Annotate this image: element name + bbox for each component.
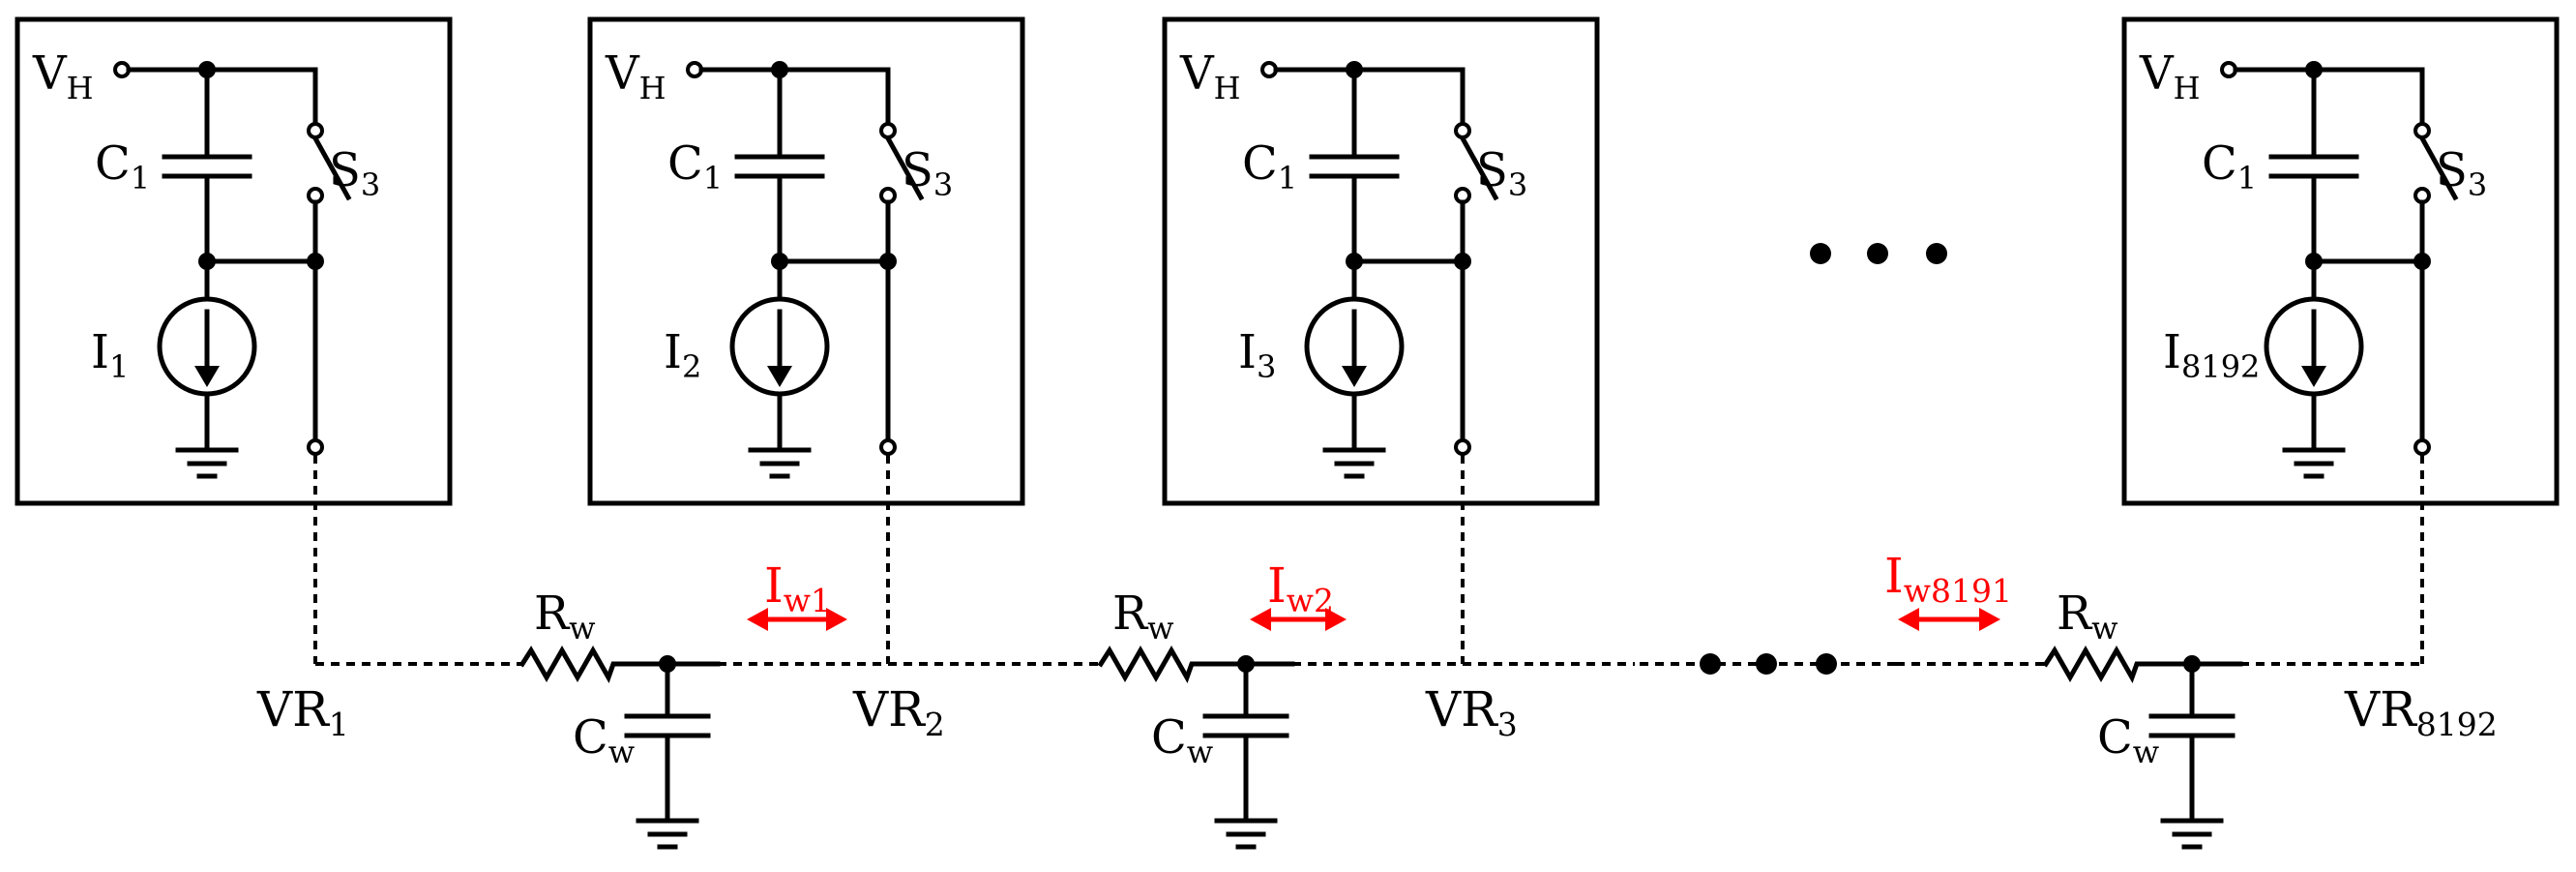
switch-label: S3 (2436, 143, 2487, 203)
double-arrow-icon (747, 608, 847, 631)
current-label: Iw1 (764, 557, 831, 619)
ground-icon (748, 447, 812, 479)
capacitor-label: C1 (2202, 136, 2257, 196)
three-dots-icon (1700, 653, 1837, 675)
switch-label: S3 (1476, 143, 1527, 203)
wire-resistor-label: Rw (1112, 586, 1174, 646)
double-arrow-icon (1898, 608, 2000, 631)
capacitor-label: C1 (95, 136, 150, 196)
capacitor-label: C1 (1242, 136, 1297, 196)
current-iw8191: Iw8191 (1884, 548, 2012, 631)
switch-label: S3 (902, 143, 953, 203)
wire-segment-1: Rw Cw (518, 586, 721, 850)
cell-1: VH C1 S3 I1 (15, 16, 453, 506)
double-arrow-icon (1250, 608, 1347, 631)
current-source-label: I2 (664, 325, 701, 385)
switch-label: S3 (329, 143, 380, 203)
current-source-label: I1 (91, 325, 129, 385)
wire-capacitor-label: Cw (1151, 710, 1213, 770)
arrow-down-icon (2301, 366, 2326, 387)
three-dots-icon (1810, 243, 1947, 264)
cell-8192: VH C1 S3 I8192 (2121, 16, 2560, 506)
ground-icon (2160, 818, 2224, 850)
wire-capacitor-label: Cw (573, 710, 635, 770)
ground-icon (175, 447, 239, 479)
capacitor-label: C1 (667, 136, 723, 196)
wire-resistor-label: Rw (534, 586, 596, 646)
ground-icon (2282, 447, 2346, 479)
node-label-vr2: VR2 (852, 681, 945, 743)
resistor-icon (1097, 645, 1295, 683)
cell-3: VH C1 S3 I3 (1162, 16, 1600, 506)
current-source-label: I3 (1238, 325, 1276, 385)
arrow-down-icon (1342, 366, 1367, 387)
ground-icon (1214, 818, 1278, 850)
output-terminal (307, 438, 324, 456)
wire-capacitor-label: Cw (2097, 710, 2159, 770)
ground-icon (636, 818, 699, 850)
node-label-vr3: VR3 (1425, 681, 1518, 743)
switch-terminal-top (307, 122, 324, 139)
wire-segment-2: Rw Cw (1097, 586, 1295, 850)
current-label: Iw8191 (1884, 548, 2012, 610)
supply-label: VH (32, 46, 94, 106)
current-iw2: Iw2 (1250, 557, 1347, 631)
current-iw1: Iw1 (747, 557, 847, 631)
supply-label: VH (1179, 46, 1241, 106)
resistor-icon (518, 645, 721, 683)
arrow-down-icon (767, 366, 792, 387)
supply-label: VH (2139, 46, 2201, 106)
cell-2: VH C1 S3 I2 (587, 16, 1025, 506)
arrow-down-icon (194, 366, 220, 387)
node-label-vr1: VR1 (256, 681, 349, 743)
resistor-icon (2042, 645, 2243, 683)
ground-icon (1322, 447, 1386, 479)
current-source-label: I8192 (2163, 325, 2260, 385)
wire-resistor-label: Rw (2057, 586, 2118, 646)
supply-label: VH (605, 46, 666, 106)
cell-box (15, 16, 453, 506)
node-label-vr8192: VR8192 (2344, 681, 2498, 743)
wire-segment-3: Rw Cw (2042, 586, 2243, 850)
current-label: Iw2 (1267, 557, 1334, 619)
